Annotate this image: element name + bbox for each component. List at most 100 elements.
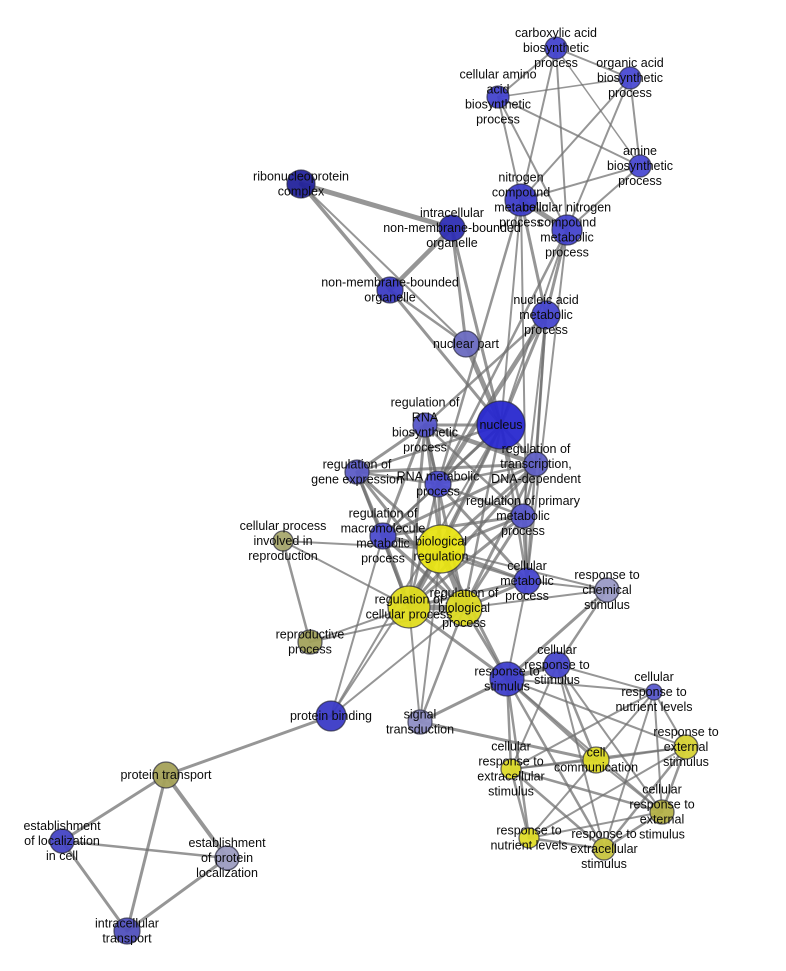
graph-edge-nitrogen-compound-metabolic-process--nucleus xyxy=(500,199,522,426)
graph-edge-carboxylic-acid-biosynthetic-process--amine-biosynthetic-process xyxy=(555,47,641,167)
graph-node-intracellular-transport[interactable]: intracellular transport xyxy=(113,917,141,945)
graph-edge-amine-biosynthetic-process--nitrogen-compound-metabolic-process xyxy=(520,165,641,201)
graph-edge-response-to-chemical-stimulus--regulation-of-biological-process xyxy=(463,589,608,609)
graph-node-cellular-response-to-extracellular-stimulus[interactable]: cellular response to extracellular stimu… xyxy=(500,758,522,780)
graph-node-protein-transport[interactable]: protein transport xyxy=(152,761,180,789)
graph-node-response-to-external-stimulus[interactable]: response to external stimulus xyxy=(673,734,699,760)
graph-node-regulation-of-macromolecule-metabolic-process[interactable]: regulation of macromolecule metabolic pr… xyxy=(369,522,397,550)
graph-edge-intracellular-non-membrane-bounded-organelle--nuclear-part xyxy=(450,226,468,346)
graph-node-response-to-nutrient-levels[interactable]: response to nutrient levels xyxy=(518,827,540,849)
graph-edge-establishment-of-protein-localization--intracellular-transport xyxy=(125,856,229,933)
graph-edge-cellular-process-involved-in-reproduction--regulation-of-cellular-process xyxy=(282,540,410,608)
graph-edge-cell-communication--signal-transduction xyxy=(418,720,598,762)
graph-node-establishment-of-protein-localization[interactable]: establishment of protein localization xyxy=(214,845,240,871)
graph-node-nuclear-part[interactable]: nuclear part xyxy=(452,330,480,358)
graph-edge-rna-metabolic-process--regulation-of-primary-metabolic-process xyxy=(436,482,525,518)
graph-edge-regulation-of-rna-biosynthetic-process--regulation-of-gene-expression xyxy=(355,423,427,474)
graph-node-nucleus[interactable]: nucleus xyxy=(476,400,526,450)
graph-edge-cellular-nitrogen-compound-metabolic-process--rna-metabolic-process xyxy=(436,228,569,486)
graph-edge-cellular-amino-acid-biosynthetic-process--cellular-nitrogen-compound-metabolic-process xyxy=(497,96,568,231)
graph-node-establishment-of-localization-in-cell[interactable]: establishment of localization in cell xyxy=(49,828,75,854)
edge-layer xyxy=(60,47,688,933)
graph-edge-regulation-of-rna-biosynthetic-process--regulation-of-transcription-dna-dependent xyxy=(422,422,539,467)
graph-node-response-to-stimulus[interactable]: response to stimulus xyxy=(489,661,525,697)
graph-edge-reproductive-process--regulation-of-biological-process xyxy=(309,607,465,643)
graph-node-amine-biosynthetic-process[interactable]: amine biosynthetic process xyxy=(628,154,652,178)
graph-edge-cellular-response-to-extracellular-stimulus--response-to-extracellular-stimulus xyxy=(509,767,606,851)
graph-edge-ribonucleoprotein-complex--nuclear-part xyxy=(300,183,467,345)
graph-edge-nitrogen-compound-metabolic-process--nucleic-acid-metabolic-process xyxy=(519,198,548,317)
graph-edge-regulation-of-transcription-dna-dependent--regulation-of-gene-expression xyxy=(355,462,538,474)
graph-edge-carboxylic-acid-biosynthetic-process--cellular-nitrogen-compound-metabolic-process xyxy=(555,47,568,231)
graph-edge-cellular-amino-acid-biosynthetic-process--amine-biosynthetic-process xyxy=(497,96,641,167)
graph-edge-organic-acid-biosynthetic-process--nitrogen-compound-metabolic-process xyxy=(520,77,631,201)
graph-node-biological-regulation[interactable]: biological regulation xyxy=(416,524,466,574)
graph-node-regulation-of-biological-process[interactable]: regulation of biological process xyxy=(445,589,483,627)
graph-edge-carboxylic-acid-biosynthetic-process--organic-acid-biosynthetic-process xyxy=(555,47,631,79)
graph-edge-response-to-stimulus--cellular-response-to-external-stimulus xyxy=(506,678,663,813)
graph-edge-ribonucleoprotein-complex--intracellular-non-membrane-bounded-organelle xyxy=(298,181,455,231)
graph-edge-establishment-of-localization-in-cell--establishment-of-protein-localization xyxy=(60,839,229,860)
graph-edge-response-to-chemical-stimulus--cellular-response-to-stimulus xyxy=(555,588,609,667)
graph-edge-protein-binding--regulation-of-macromolecule-metabolic-process xyxy=(330,535,384,717)
graph-node-regulation-of-cellular-process[interactable]: regulation of cellular process xyxy=(387,585,431,629)
graph-node-regulation-of-transcription-dna-dependent[interactable]: regulation of transcription, DNA-depende… xyxy=(523,451,549,477)
graph-edge-cellular-response-to-extracellular-stimulus--cellular-response-to-external-stimulus xyxy=(509,767,664,814)
graph-node-cellular-response-to-nutrient-levels[interactable]: cellular response to nutrient levels xyxy=(645,683,663,701)
graph-edge-cellular-response-to-stimulus--cellular-response-to-external-stimulus xyxy=(556,664,663,813)
graph-edge-cellular-response-to-extracellular-stimulus--response-to-nutrient-levels xyxy=(509,767,531,840)
node-layer: carboxylic acid biosynthetic process orga… xyxy=(49,36,699,945)
graph-node-response-to-chemical-stimulus[interactable]: response to chemical stimulus xyxy=(594,577,620,603)
graph-node-cellular-response-to-external-stimulus[interactable]: cellular response to external stimulus xyxy=(649,799,675,825)
graph-edge-response-to-chemical-stimulus--response-to-stimulus xyxy=(505,588,609,681)
graph-edge-nucleic-acid-metabolic-process--rna-metabolic-process xyxy=(435,312,549,487)
graph-edge-ribonucleoprotein-complex--non-membrane-bounded-organelle xyxy=(299,182,392,292)
graph-edge-protein-binding--protein-transport xyxy=(164,714,333,777)
graph-edge-nucleic-acid-metabolic-process--cellular-metabolic-process xyxy=(525,313,548,583)
graph-node-non-membrane-bounded-organelle[interactable]: non-membrane-bounded organelle xyxy=(376,276,404,304)
graph-edge-carboxylic-acid-biosynthetic-process--cellular-amino-acid-biosynthetic-process xyxy=(497,47,557,98)
graph-edge-cellular-response-to-nutrient-levels--response-to-extracellular-stimulus xyxy=(603,691,655,850)
graph-edge-regulation-of-rna-biosynthetic-process--regulation-of-biological-process xyxy=(423,423,466,610)
graph-edge-cellular-response-to-stimulus--cell-communication xyxy=(555,663,598,762)
graph-node-nitrogen-compound-metabolic-process[interactable]: nitrogen compound metabolic process xyxy=(504,183,538,217)
graph-node-cellular-metabolic-process[interactable]: cellular metabolic process xyxy=(513,567,541,595)
graph-edge-response-to-stimulus--cellular-response-to-nutrient-levels xyxy=(506,678,655,693)
graph-edge-intracellular-non-membrane-bounded-organelle--nucleus xyxy=(450,226,503,427)
graph-node-nucleic-acid-metabolic-process[interactable]: nucleic acid metabolic process xyxy=(531,300,561,330)
graph-node-cellular-response-to-stimulus[interactable]: cellular response to stimulus xyxy=(543,651,571,679)
graph-edge-cell-communication--cellular-response-to-external-stimulus xyxy=(595,759,663,813)
graph-edge-cellular-response-to-nutrient-levels--cellular-response-to-extracellular-stimulus xyxy=(510,691,655,770)
graph-node-response-to-extracellular-stimulus[interactable]: response to extracellular stimulus xyxy=(592,837,616,861)
graph-edge-organic-acid-biosynthetic-process--cellular-nitrogen-compound-metabolic-process xyxy=(566,77,631,231)
graph-node-protein-binding[interactable]: protein binding xyxy=(315,700,347,732)
graph-edge-cellular-amino-acid-biosynthetic-process--nitrogen-compound-metabolic-process xyxy=(497,96,522,201)
graph-edge-protein-transport--establishment-of-localization-in-cell xyxy=(60,773,168,843)
graph-node-signal-transduction[interactable]: signal transduction xyxy=(407,709,433,735)
graph-node-cell-communication[interactable]: cell communication xyxy=(582,746,610,774)
graph-node-intracellular-non-membrane-bounded-organelle[interactable]: intracellular non-membrane-bounded organ… xyxy=(438,214,466,242)
graph-edge-establishment-of-localization-in-cell--intracellular-transport xyxy=(60,839,129,933)
graph-node-rna-metabolic-process[interactable]: RNA metabolic process xyxy=(424,470,452,498)
graph-node-cellular-process-involved-in-reproduction[interactable]: cellular process involved in reproductio… xyxy=(272,530,294,552)
graph-node-ribonucleoprotein-complex[interactable]: ribonucleoprotein complex xyxy=(286,169,316,199)
graph-node-reproductive-process[interactable]: reproductive process xyxy=(297,629,323,655)
graph-edge-nucleus--regulation-of-biological-process xyxy=(462,423,503,610)
graph-edge-regulation-of-rna-biosynthetic-process--regulation-of-macromolecule-metabolic-process xyxy=(381,423,427,538)
graph-node-regulation-of-rna-biosynthetic-process[interactable]: regulation of RNA biosynthetic process xyxy=(412,412,438,438)
graph-node-regulation-of-gene-expression[interactable]: regulation of gene expression xyxy=(344,459,370,485)
graph-edge-signal-transduction--regulation-of-biological-process xyxy=(418,606,466,724)
graph-edge-cellular-process-involved-in-reproduction--reproductive-process xyxy=(281,539,312,644)
graph-edge-response-to-nutrient-levels--response-to-extracellular-stimulus xyxy=(527,836,606,851)
graph-edge-carboxylic-acid-biosynthetic-process--nitrogen-compound-metabolic-process xyxy=(520,47,557,201)
graph-edge-cellular-process-involved-in-reproduction--biological-regulation xyxy=(282,540,442,550)
graph-edge-regulation-of-macromolecule-metabolic-process--regulation-of-primary-metabolic-process xyxy=(381,514,525,538)
graph-node-regulation-of-primary-metabolic-process[interactable]: regulation of primary metabolic process xyxy=(510,503,536,529)
graph-node-organic-acid-biosynthetic-process[interactable]: organic acid biosynthetic process xyxy=(618,66,642,90)
graph-node-cellular-amino-acid-biosynthetic-process[interactable]: cellular amino acid biosynthetic process xyxy=(486,85,510,109)
graph-node-cellular-nitrogen-compound-metabolic-process[interactable]: cellular nitrogen compound metabolic pro… xyxy=(551,214,583,246)
graph-node-carboxylic-acid-biosynthetic-process[interactable]: carboxylic acid biosynthetic process xyxy=(544,36,568,60)
graph-edge-regulation-of-primary-metabolic-process--regulation-of-cellular-process xyxy=(407,514,525,609)
